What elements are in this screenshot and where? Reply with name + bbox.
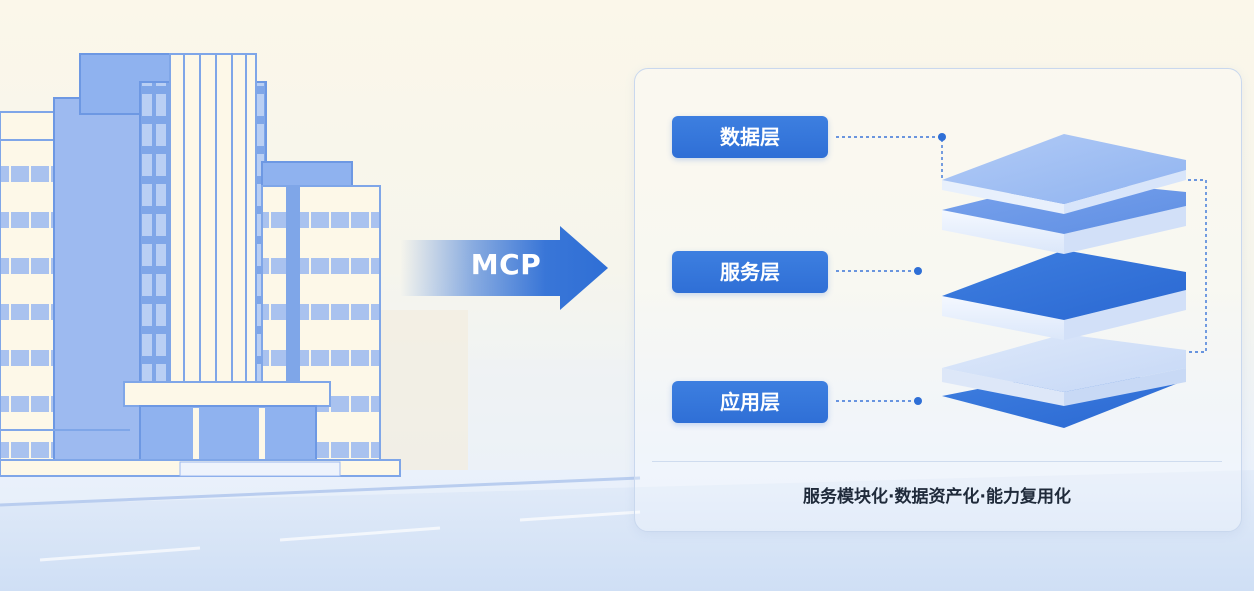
- service-layer-button[interactable]: 服务层: [672, 251, 828, 293]
- mcp-label: MCP: [470, 248, 542, 281]
- panel-caption: 服务模块化·数据资产化·能力复用化: [803, 487, 1071, 507]
- data-layer-button[interactable]: 数据层: [672, 116, 828, 158]
- mcp-arrow: [400, 226, 608, 310]
- panel-divider: [652, 461, 1222, 462]
- application-layer-button[interactable]: 应用层: [672, 381, 828, 423]
